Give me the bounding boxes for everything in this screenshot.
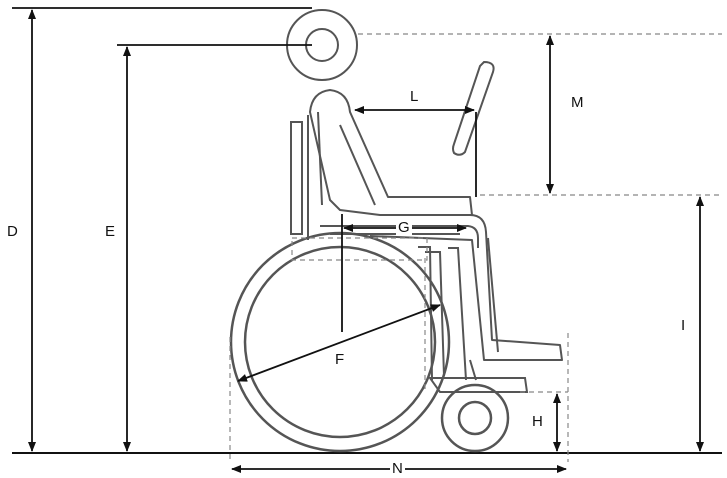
front-caster-wheel — [440, 383, 510, 453]
dimension-e — [117, 44, 312, 452]
backrest-frame — [290, 115, 309, 240]
dashed-reference-lines — [229, 33, 722, 462]
label-l: L — [408, 88, 421, 105]
label-n: N — [390, 460, 405, 477]
label-m: M — [569, 94, 586, 111]
label-g: G — [396, 219, 412, 236]
label-d: D — [5, 223, 20, 240]
chair-frame — [320, 225, 529, 393]
label-h: H — [530, 413, 545, 430]
label-e: E — [103, 223, 118, 240]
armrest-handle — [452, 60, 495, 156]
label-i: I — [679, 317, 688, 334]
dimension-d — [12, 7, 312, 452]
label-f: F — [333, 351, 347, 368]
dimension-f — [237, 304, 441, 382]
person-body — [309, 89, 563, 361]
dimension-l — [354, 106, 477, 197]
